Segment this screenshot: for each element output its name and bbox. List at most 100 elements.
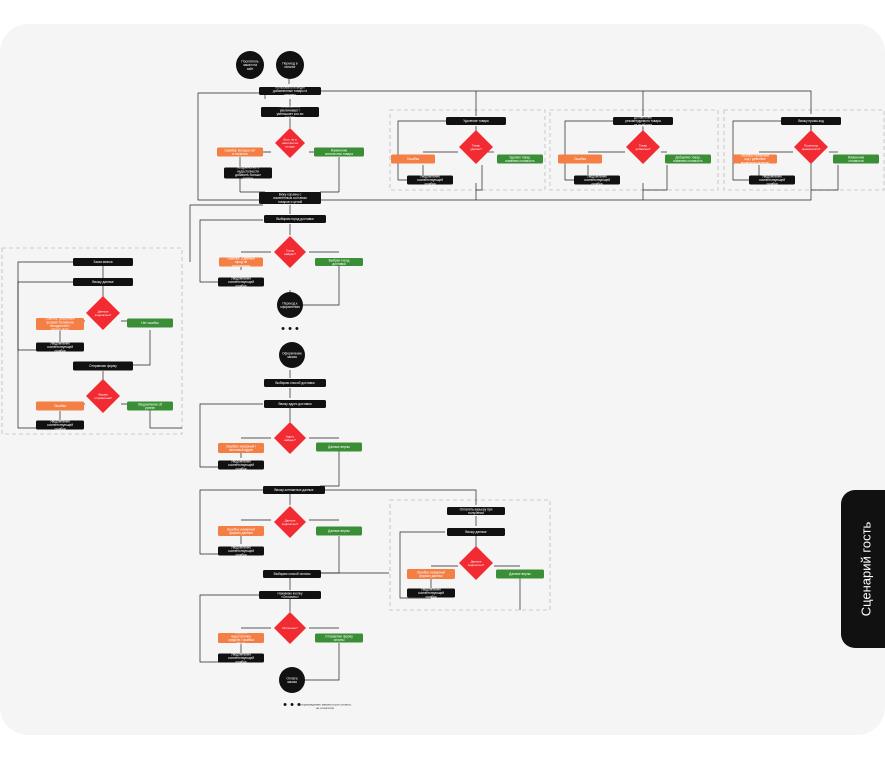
contacts-ok-box[interactable] [316, 526, 362, 536]
courier-title-box[interactable] [447, 507, 505, 515]
panel-0-title-box-label: Удаление товара [463, 119, 489, 123]
callback-diamond[interactable] [86, 296, 120, 330]
delivery-notice-box[interactable] [218, 277, 264, 287]
payment-box-label: Выбираю способ оплаты [274, 572, 312, 576]
panel-0-diamond[interactable] [459, 130, 493, 164]
stock-diamond[interactable] [275, 128, 305, 158]
panel-0-error-box-label: Ошибка [407, 157, 419, 161]
panel-2-notice-box[interactable] [749, 175, 795, 185]
connector [399, 531, 445, 599]
delivery-choose-box[interactable] [264, 215, 326, 223]
contacts-box[interactable] [263, 486, 325, 494]
pay-ok-box[interactable] [315, 633, 363, 643]
contacts-diamond[interactable] [274, 506, 306, 538]
panel-2-title-box[interactable] [781, 117, 841, 125]
callback-input-box[interactable] [73, 278, 133, 286]
panel-1-title-box[interactable] [613, 117, 673, 125]
panel-2-diamond[interactable] [794, 130, 828, 164]
pay-circle[interactable] [279, 667, 305, 693]
connector [397, 120, 446, 181]
diagram-panel [0, 24, 885, 735]
stock-error-box[interactable] [217, 147, 263, 157]
callback-header-box[interactable] [73, 258, 133, 266]
address-error-box[interactable] [218, 443, 264, 453]
courier-notice-box[interactable] [407, 588, 455, 598]
panel-1-ok-box-label: Добавляю товар,изменяю стоимость [673, 155, 703, 163]
connector [149, 410, 182, 429]
callback-send-ok-box[interactable] [127, 401, 173, 411]
payment-box[interactable] [263, 570, 321, 578]
panel-0-ok-box[interactable] [497, 154, 543, 164]
address-box[interactable] [264, 400, 326, 408]
panel-1-notice-box[interactable] [574, 175, 620, 185]
courier-input-box[interactable] [447, 528, 505, 536]
contacts-notice-box[interactable] [218, 546, 264, 556]
scenario-tab[interactable]: Сценарий гость [841, 490, 885, 648]
delivery-error-box[interactable] [219, 257, 263, 267]
connector [320, 450, 340, 487]
panel-2-ok-box[interactable] [833, 154, 879, 164]
panel-1-diamond[interactable] [626, 130, 660, 164]
panel-1-ok-box[interactable] [665, 154, 711, 164]
courier-ok-box[interactable] [496, 569, 544, 579]
sees-products-box[interactable] [259, 87, 321, 95]
pay-error-box[interactable] [218, 633, 264, 643]
address-ok-box[interactable] [316, 442, 362, 452]
start-circle[interactable] [236, 51, 264, 79]
callback-send-notice-box[interactable] [36, 420, 84, 430]
connector [199, 403, 263, 468]
callback-send-diamond[interactable] [86, 379, 120, 413]
pay-online-box-label: Нажимаю кнопку«Оплатить» [278, 591, 303, 599]
callback-send-box[interactable] [73, 361, 133, 371]
callback-error-box[interactable] [36, 318, 84, 330]
to-checkout-circle[interactable] [277, 292, 303, 318]
pay-online-box[interactable] [259, 591, 321, 599]
pay-diamond-label: Оплачено? [282, 626, 298, 630]
frame-add-recommended [549, 109, 719, 191]
courier-error-box[interactable] [407, 569, 455, 579]
callback-ok-box-label: Нет ошибок [141, 321, 159, 325]
pay-diamond[interactable] [274, 612, 306, 644]
checkout-circle[interactable] [279, 342, 305, 368]
panel-1-error-box[interactable] [558, 154, 602, 164]
address-notice-box[interactable] [218, 460, 264, 470]
method-box[interactable] [264, 379, 326, 387]
callback-send-error-box[interactable] [36, 401, 84, 411]
stock-ok-box[interactable] [314, 147, 364, 157]
callback-notice-box[interactable] [36, 342, 84, 352]
stock-notice-box[interactable] [224, 167, 272, 179]
address-diamond[interactable] [274, 422, 306, 454]
contacts-error-box[interactable] [218, 526, 264, 536]
cart-result-box[interactable] [259, 192, 321, 204]
delivery-diamond[interactable] [274, 236, 306, 268]
contacts-box-label: Ввожу контактные данные [274, 488, 313, 492]
frame-courier [389, 499, 551, 611]
connector [643, 165, 668, 191]
courier-diamond[interactable] [459, 546, 493, 580]
delivery-ok-box[interactable] [315, 258, 363, 266]
callback-ok-box[interactable] [127, 318, 173, 328]
method-box-label: Выбираю способ доставки [275, 381, 315, 385]
pay-notice-box[interactable] [218, 653, 264, 663]
panel-0-error-box[interactable] [391, 154, 435, 164]
to-catalog-circle[interactable] [276, 51, 304, 79]
panel-2-error-box[interactable] [733, 154, 777, 164]
callback-header-box-label: Заказ звонка [93, 260, 112, 264]
change-qty-box[interactable] [261, 107, 319, 117]
panel-0-notice-box[interactable] [407, 175, 453, 185]
panel-0-title-box[interactable] [446, 117, 506, 125]
